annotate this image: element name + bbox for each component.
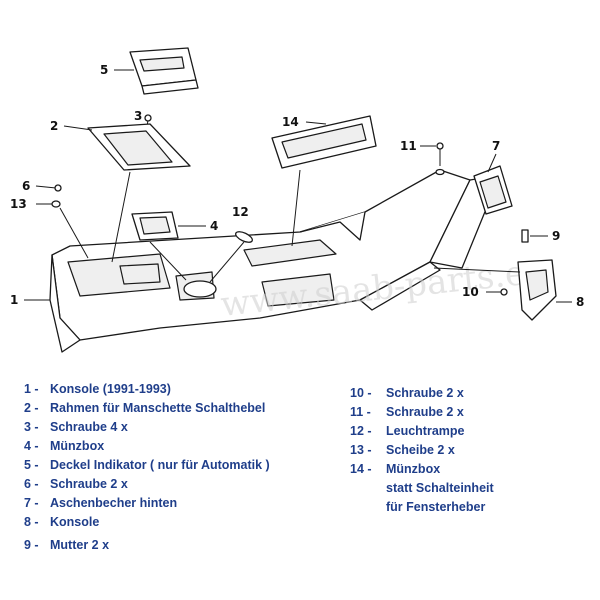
part-14-coin-box bbox=[271, 115, 377, 169]
callout-1: 1 bbox=[10, 293, 18, 307]
part-9-nut bbox=[521, 229, 548, 243]
part-6-screw bbox=[35, 184, 62, 192]
parts-legend: 1 - Konsole (1991-1993) 2 - Rahmen für Man… bbox=[0, 376, 600, 600]
console-main bbox=[49, 169, 501, 353]
legend-text: Konsole (1991-1993) bbox=[50, 382, 171, 396]
legend-text: Konsole bbox=[50, 515, 100, 529]
callout-3: 3 bbox=[134, 109, 142, 123]
callout-8: 8 bbox=[576, 295, 584, 309]
legend-row-7: 7 - Aschenbecher hinten bbox=[24, 496, 177, 510]
part-2-shift-frame bbox=[87, 123, 191, 171]
legend-number: 3 - bbox=[24, 420, 39, 434]
callout-10: 10 bbox=[462, 285, 479, 299]
legend-row-6: 6 - Schraube 2 x bbox=[24, 477, 128, 491]
legend-row-10: 10 - Schraube 2 x bbox=[350, 386, 464, 400]
callout-4: 4 bbox=[210, 219, 218, 233]
part-12-light-ramp bbox=[235, 231, 253, 243]
legend-number: 11 - bbox=[350, 405, 371, 419]
legend-number: 7 - bbox=[24, 496, 39, 510]
legend-text: Deckel Indikator ( nur für Automatik ) bbox=[50, 458, 270, 472]
legend-row-5: 5 - Deckel Indikator ( nur für Automatik … bbox=[24, 458, 270, 472]
legend-row-1: 1 - Konsole (1991-1993) bbox=[24, 382, 171, 396]
legend-row-12: 12 - Leuchtrampe bbox=[350, 424, 465, 438]
callout-7: 7 bbox=[492, 139, 500, 153]
legend-row-13: 13 - Scheibe 2 x bbox=[350, 443, 455, 457]
part-10-screw bbox=[486, 288, 508, 296]
part-13-washer bbox=[36, 200, 61, 208]
exploded-parts-drawing: www.saab-parts.eu 5 3 2 6 bbox=[10, 47, 584, 353]
legend-text: Aschenbecher hinten bbox=[50, 496, 178, 510]
callout-5: 5 bbox=[100, 63, 108, 77]
legend-number: 12 - bbox=[350, 424, 372, 438]
legend-number: 1 - bbox=[24, 382, 39, 396]
legend-row-14: 14 - Münzbox bbox=[350, 462, 440, 476]
legend-number: 5 - bbox=[24, 458, 39, 472]
callout-11: 11 bbox=[400, 139, 417, 153]
legend-text: Schraube 2 x bbox=[386, 386, 464, 400]
legend-number: 13 - bbox=[350, 443, 372, 457]
part-11-screw bbox=[420, 142, 445, 176]
legend-text: Münzbox bbox=[50, 439, 105, 453]
legend-number: 14 - bbox=[350, 462, 372, 476]
part-4-coin-box bbox=[131, 211, 179, 241]
legend-text: Schraube 2 x bbox=[386, 405, 464, 419]
legend-number: 6 - bbox=[24, 477, 39, 491]
legend-number: 4 - bbox=[24, 439, 39, 453]
callout-2: 2 bbox=[50, 119, 58, 133]
legend-row-2: 2 - Rahmen für Manschette Schalthebel bbox=[24, 401, 265, 415]
legend-text: Schraube 4 x bbox=[50, 420, 128, 434]
legend-text: Rahmen für Manschette Schalthebel bbox=[50, 401, 266, 415]
legend-row-4: 4 - Münzbox bbox=[24, 439, 104, 453]
part-7-rear-ashtray bbox=[473, 165, 513, 215]
legend-number: 2 - bbox=[24, 401, 39, 415]
legend-number: 9 - bbox=[24, 538, 39, 552]
callout-14: 14 bbox=[282, 115, 299, 129]
legend-row-3: 3 - Schraube 4 x bbox=[24, 420, 128, 434]
legend-text: Leuchtrampe bbox=[386, 424, 465, 438]
legend-row-14-note-1: statt Schalteinheit bbox=[386, 481, 494, 495]
legend-number: 8 - bbox=[24, 515, 39, 529]
callout-9: 9 bbox=[552, 229, 560, 243]
part-5-indicator-cover bbox=[129, 47, 199, 95]
legend-text: Münzbox bbox=[386, 462, 441, 476]
legend-number: 10 - bbox=[350, 386, 372, 400]
callout-12: 12 bbox=[232, 205, 249, 219]
legend-text: Mutter 2 x bbox=[50, 538, 110, 552]
legend-row-9: 9 - Mutter 2 x bbox=[24, 538, 109, 552]
part-8-console-bracket bbox=[517, 259, 557, 321]
legend-text: Scheibe 2 x bbox=[386, 443, 455, 457]
legend-row-8: 8 - Konsole bbox=[24, 515, 99, 529]
legend-text: Schraube 2 x bbox=[50, 477, 128, 491]
legend-row-14-note-2: für Fensterheber bbox=[386, 500, 486, 514]
callout-6: 6 bbox=[22, 179, 30, 193]
callout-13: 13 bbox=[10, 197, 27, 211]
legend-row-11: 11 - Schraube 2 x bbox=[350, 405, 464, 419]
